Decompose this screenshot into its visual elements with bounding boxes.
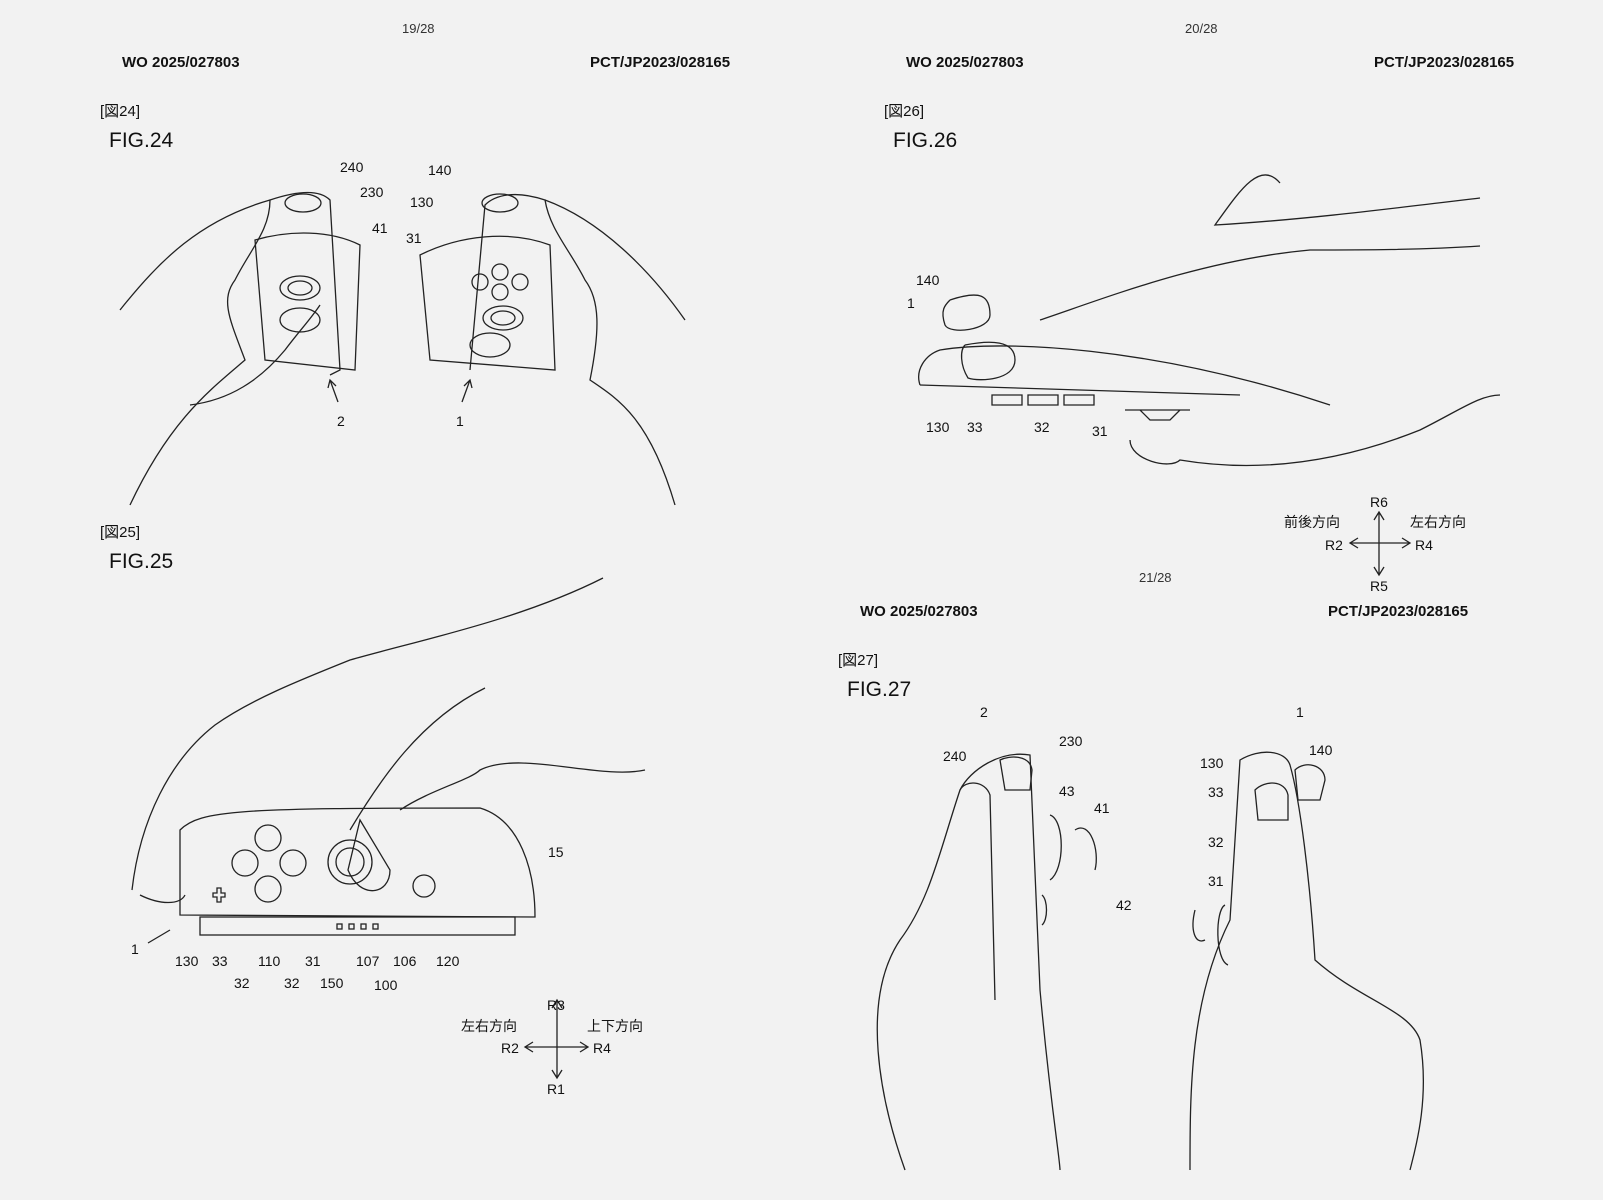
figure-title: FIG.24 (109, 129, 174, 152)
ref-numeral: 2 (337, 413, 345, 429)
ref-numeral: 31 (1092, 423, 1108, 439)
axis-label-down: R5 (1370, 578, 1388, 594)
ref-numeral: 140 (916, 272, 940, 288)
ref-numeral: 130 (926, 419, 950, 435)
ref-numeral: 140 (1309, 742, 1333, 758)
application-number: PCT/JP2023/028165 (1374, 54, 1515, 71)
ref-numeral: 1 (1296, 704, 1304, 720)
ref-numeral: 130 (410, 194, 434, 210)
ref-numeral: 1 (907, 295, 915, 311)
direction-label: 左右方向 (461, 1018, 517, 1034)
ref-numeral: 31 (305, 953, 321, 969)
application-number: PCT/JP2023/028165 (590, 54, 731, 71)
ref-numeral: 32 (234, 975, 250, 991)
ref-numeral: 1 (131, 941, 139, 957)
ref-numeral: 150 (320, 975, 344, 991)
ref-numeral: 31 (406, 230, 422, 246)
ref-numeral: 2 (980, 704, 988, 720)
fig24-drawing (119, 191, 686, 506)
axis-label-left: R2 (501, 1040, 519, 1056)
ref-numeral: 140 (428, 162, 452, 178)
axis-label-up: R3 (547, 997, 565, 1013)
ref-numeral: 43 (1059, 783, 1075, 799)
axis-label-right: R4 (1415, 537, 1433, 553)
ref-numeral: 33 (212, 953, 228, 969)
ref-numeral: 240 (943, 748, 967, 764)
ref-numeral: 230 (360, 184, 384, 200)
figure-bracket: [図27] (838, 652, 879, 669)
page-number: 21/28 (1139, 570, 1172, 585)
ref-numeral: 240 (340, 159, 364, 175)
ref-numeral: 31 (1208, 873, 1224, 889)
fig25-drawing (131, 577, 646, 1080)
ref-numeral: 120 (436, 953, 460, 969)
ref-numeral: 42 (1116, 897, 1132, 913)
ref-numeral: 110 (258, 953, 281, 969)
page-number: 19/28 (402, 21, 435, 36)
figure-title: FIG.26 (893, 129, 958, 152)
figure-bracket: [図25] (100, 524, 141, 541)
ref-numeral: 106 (393, 953, 417, 969)
publication-number: WO 2025/027803 (122, 54, 240, 71)
publication-number: WO 2025/027803 (860, 603, 978, 620)
axis-label-down: R1 (547, 1081, 565, 1097)
fig27-drawing (876, 751, 1425, 1171)
ref-numeral: 230 (1059, 733, 1083, 749)
ref-numeral: 32 (1034, 419, 1050, 435)
ref-numeral: 41 (1094, 800, 1110, 816)
application-number: PCT/JP2023/028165 (1328, 603, 1469, 620)
figure-bracket: [図24] (100, 103, 141, 120)
direction-label: 左右方向 (1410, 514, 1466, 530)
axis-label-right: R4 (593, 1040, 611, 1056)
ref-numeral: 41 (372, 220, 388, 236)
figure-title: FIG.27 (847, 678, 912, 701)
ref-numeral: 32 (284, 975, 300, 991)
ref-numeral: 107 (356, 953, 380, 969)
ref-numeral: 32 (1208, 834, 1224, 850)
ref-numeral: 100 (374, 977, 398, 993)
figure-title: FIG.25 (109, 550, 174, 573)
publication-number: WO 2025/027803 (906, 54, 1024, 71)
figure-bracket: [図26] (884, 103, 925, 120)
page-number: 20/28 (1185, 21, 1218, 36)
fig26-drawing (918, 174, 1501, 577)
direction-label: 前後方向 (1284, 514, 1340, 530)
ref-numeral: 33 (967, 419, 983, 435)
ref-numeral: 130 (175, 953, 199, 969)
axis-label-up: R6 (1370, 494, 1388, 510)
ref-numeral: 130 (1200, 755, 1224, 771)
axis-label-left: R2 (1325, 537, 1343, 553)
ref-numeral: 15 (548, 844, 564, 860)
ref-numeral: 1 (456, 413, 464, 429)
ref-numeral: 33 (1208, 784, 1224, 800)
direction-label: 上下方向 (587, 1018, 643, 1034)
